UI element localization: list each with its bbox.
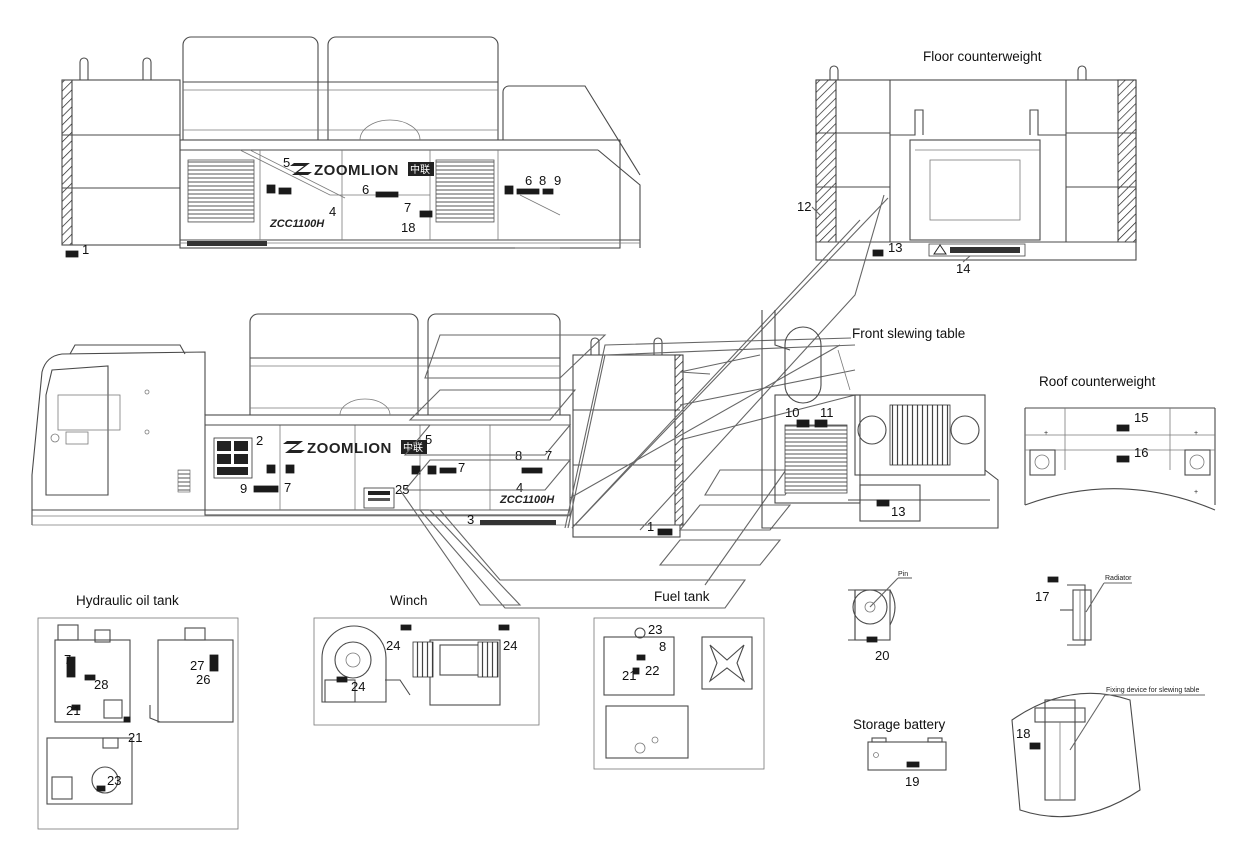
fuel-tank-panel [593,617,765,770]
callout-number: 21 [128,730,142,745]
callout-number: 8 [659,639,666,654]
svg-text:ZOOMLION: ZOOMLION [307,440,392,457]
svg-text:+: + [1194,430,1198,437]
svg-text:Pin: Pin [898,571,908,578]
winch-title: Winch [390,593,428,608]
callout-number: 5 [283,155,290,170]
storage-battery-view [867,737,947,771]
callout-number: 7 [284,480,291,495]
svg-text:中联: 中联 [403,441,423,454]
svg-text:ZCC1100H: ZCC1100H [269,218,325,230]
pin-detail: Pin [848,571,912,643]
callout-number: 15 [1134,410,1148,425]
callout-number: 4 [329,204,336,219]
callout-number: 6 [362,182,369,197]
brand-logo-top: ZOOMLION 中联 [290,162,434,179]
callout-number: 10 [785,405,799,420]
radiator-detail: Radiator [1047,575,1132,646]
callout-number: 24 [351,679,365,694]
callout-number: 1 [82,242,89,257]
callout-number: 7 [404,200,411,215]
callout-number: 14 [956,261,970,276]
hydraulic-oil-tank-panel [37,617,239,830]
svg-text:ZOOMLION: ZOOMLION [314,162,399,179]
callout-number: 12 [797,199,811,214]
callout-number: 6 [525,173,532,188]
main-side-view: ZOOMLION 中联 ZCC1100H [31,313,684,538]
svg-text:Fixing device for slewing tabl: Fixing device for slewing table [1106,687,1199,694]
fixing-device-detail: Fixing device for slewing table [1011,687,1205,818]
callout-number: 20 [875,648,889,663]
callout-number: 18 [401,220,415,235]
callout-number: 24 [386,638,400,653]
callout-number: 16 [1134,445,1148,460]
svg-text:中联: 中联 [410,163,430,176]
callout-number: 7 [64,652,71,667]
callout-number: 21 [622,668,636,683]
callout-number: 9 [554,173,561,188]
callout-number: 28 [94,677,108,692]
winch-panel [313,617,540,726]
callout-number: 23 [648,622,662,637]
callout-number: 21 [66,703,80,718]
front-slewing-table-title: Front slewing table [852,326,965,341]
floor-counterweight-title: Floor counterweight [923,49,1042,64]
hydraulic-oil-tank-title: Hydraulic oil tank [76,593,179,608]
callout-number: 4 [516,480,523,495]
svg-text:+: + [1044,430,1048,437]
callout-number: 9 [240,481,247,496]
leader-lines [399,194,889,609]
callout-number: 26 [196,672,210,687]
callout-number: 7 [545,448,552,463]
svg-text:Radiator: Radiator [1105,575,1132,582]
callout-number: 5 [425,432,432,447]
roof-counterweight-title: Roof counterweight [1039,374,1156,389]
front-slewing-table-view [761,310,999,529]
storage-battery-title: Storage battery [853,717,946,732]
callout-number: 17 [1035,589,1049,604]
callout-number: 27 [190,658,204,673]
callout-number: 13 [891,504,905,519]
callout-number: 18 [1016,726,1030,741]
callout-number: 11 [820,405,834,420]
callout-number: 25 [395,482,409,497]
callout-number: 8 [539,173,546,188]
callout-number: 24 [503,638,517,653]
brand-logo-main: ZOOMLION 中联 [283,440,427,457]
callout-number: 3 [467,512,474,527]
top-side-view: ZOOMLION 中联 ZCC1100H [61,36,641,258]
svg-text:ZCC1100H: ZCC1100H [499,494,555,506]
svg-text:+: + [1194,489,1198,496]
floor-counterweight-view [815,65,1137,261]
callout-number: 23 [107,773,121,788]
fuel-tank-title: Fuel tank [654,589,710,604]
callout-number: 19 [905,774,919,789]
callout-number: 2 [256,433,263,448]
callout-number: 22 [645,663,659,678]
callout-number: 7 [458,460,465,475]
callout-number: 13 [888,240,902,255]
callout-number: 1 [647,519,654,534]
roof-counterweight-view: + + + [1024,407,1216,511]
